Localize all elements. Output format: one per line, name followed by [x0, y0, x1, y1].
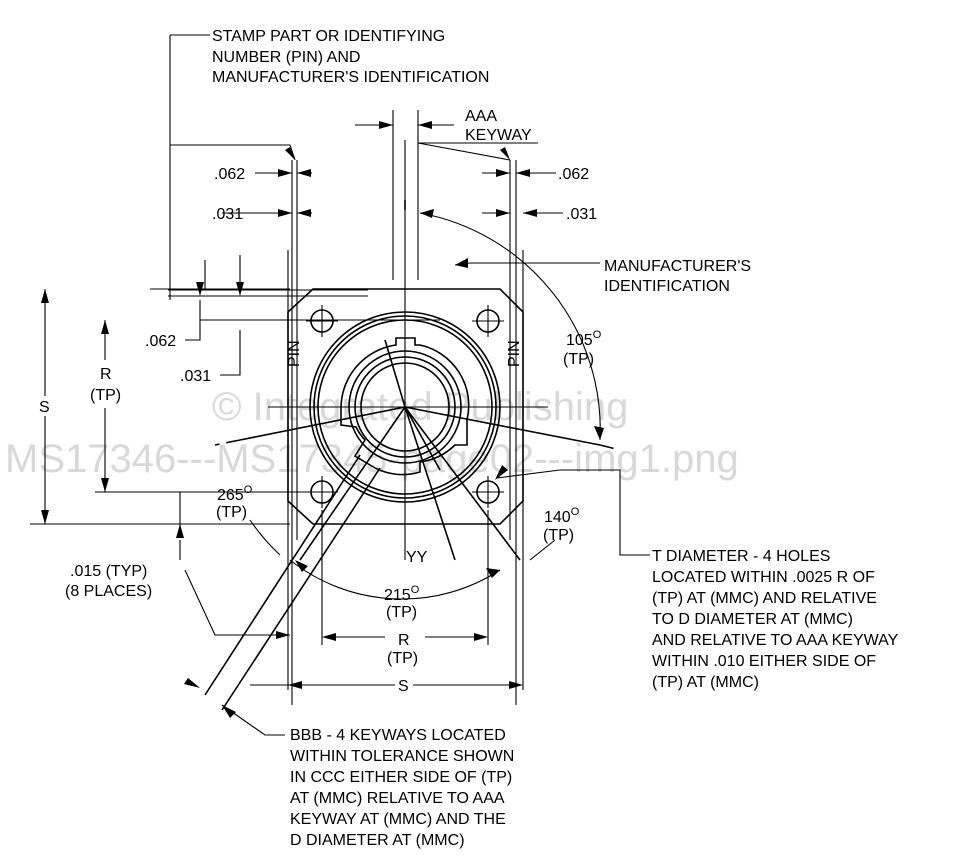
yy-label: YY [406, 549, 428, 566]
note-line: WITHIN TOLERANCE SHOWN [290, 748, 514, 765]
dim-s-bottom: S [398, 678, 409, 695]
note-line: BBB - 4 KEYWAYS LOCATED [290, 727, 506, 744]
note-line: WITHIN .010 EITHER SIDE OF [652, 653, 876, 670]
mfr-note-1: MANUFACTURER'S [604, 258, 751, 275]
note-line: IN CCC EITHER SIDE OF (TP) [290, 769, 512, 786]
dim-r-bottom-tp: (TP) [387, 650, 418, 667]
note-line: TO D DIAMETER AT (MMC) [652, 611, 853, 628]
dim-062-side: .062 [145, 333, 176, 350]
angle-140-tp: (TP) [543, 527, 574, 544]
dim-r-left: R [100, 366, 112, 383]
keyway-label-2: KEYWAY [465, 127, 532, 144]
pin-label-left: PIN [286, 340, 303, 367]
angle-265: 265O [217, 484, 253, 504]
dim-031-left: .031 [212, 206, 243, 223]
note-line: LOCATED WITHIN .0025 R OF [652, 569, 875, 586]
arrowheads [41, 121, 604, 718]
angle-215-tp: (TP) [386, 604, 417, 621]
note-line: (TP) AT (MMC) [652, 674, 759, 691]
dim-031-side: .031 [180, 368, 211, 385]
angle-215: 215O [384, 584, 420, 604]
angle-140: 140O [544, 506, 580, 526]
angle-105: 105O [566, 329, 602, 349]
typ-note: .015 (TYP) [70, 563, 147, 580]
bbb-note: BBB - 4 KEYWAYS LOCATED WITHIN TOLERANCE… [290, 727, 514, 849]
keyway-label-1: AAA [465, 108, 497, 125]
angle-265-tp: (TP) [216, 504, 247, 521]
stamp-note-line3: MANUFACTURER'S IDENTIFICATION [212, 69, 489, 86]
note-line: AT (MMC) RELATIVE TO AAA [290, 790, 505, 807]
dim-062-left: .062 [214, 166, 245, 183]
mounting-holes [306, 305, 504, 508]
mfr-note-2: IDENTIFICATION [604, 278, 730, 295]
dim-062-right: .062 [558, 166, 589, 183]
dim-r-left-tp: (TP) [90, 387, 121, 404]
note-line: AND RELATIVE TO AAA KEYWAY [652, 632, 899, 649]
stamp-note-line1: STAMP PART OR IDENTIFYING [212, 28, 445, 45]
typ-places: (8 PLACES) [65, 583, 152, 600]
dim-s-left: S [39, 399, 50, 416]
stamp-note-line2: NUMBER (PIN) AND [212, 49, 360, 66]
angle-105-tp: (TP) [563, 351, 594, 368]
note-line: KEYWAY AT (MMC) AND THE [290, 811, 506, 828]
note-line: T DIAMETER - 4 HOLES [652, 548, 830, 565]
pin-label-right: PIN [506, 340, 523, 367]
t-diameter-note: T DIAMETER - 4 HOLES LOCATED WITHIN .002… [652, 548, 899, 691]
note-line: D DIAMETER AT (MMC) [290, 832, 465, 849]
dim-031-right: .031 [566, 206, 597, 223]
dim-r-bottom: R [398, 632, 410, 649]
note-line: (TP) AT (MMC) AND RELATIVE [652, 590, 877, 607]
